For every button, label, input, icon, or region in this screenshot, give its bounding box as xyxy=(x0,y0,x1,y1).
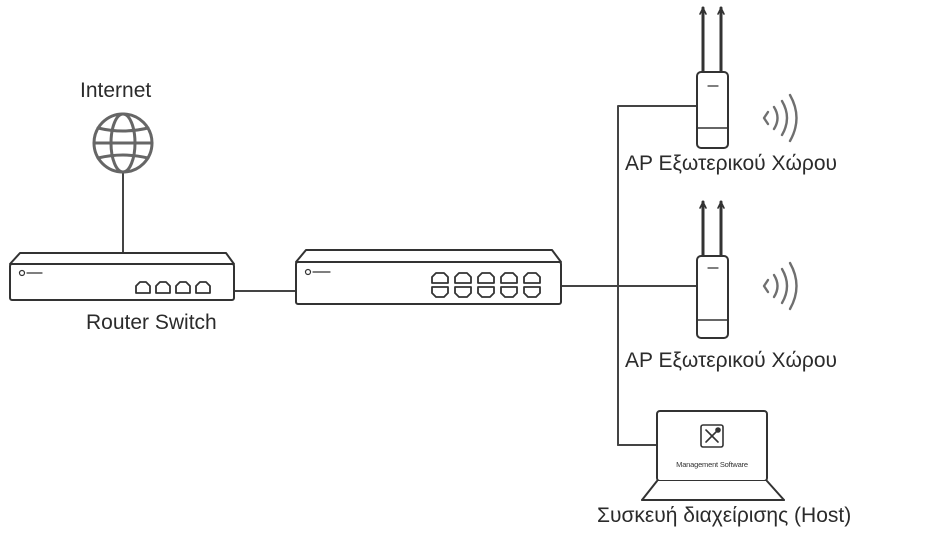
management-software-label: Management Software xyxy=(676,460,748,469)
switch-device xyxy=(295,249,562,305)
outdoor-ap-1-label: AP Εξωτερικού Χώρου xyxy=(625,152,837,175)
switch-logo xyxy=(304,268,331,276)
connection-lines xyxy=(122,105,698,446)
router-switch-device xyxy=(9,252,235,301)
router-ports xyxy=(135,281,211,294)
switch-ports-top xyxy=(431,272,541,284)
outdoor-ap-1 xyxy=(696,6,729,149)
router-logo xyxy=(18,269,43,277)
internet-label: Internet xyxy=(80,79,152,102)
ap2-antennas xyxy=(701,200,723,258)
switch-ports-bottom xyxy=(431,286,541,298)
outdoor-ap-2-label: AP Εξωτερικού Χώρου xyxy=(625,349,837,372)
link-bus-ap1 xyxy=(617,105,698,446)
wifi-signal-icon xyxy=(762,93,798,143)
outdoor-ap-2 xyxy=(696,200,729,339)
management-host-laptop xyxy=(641,410,785,501)
ap1-antennas xyxy=(701,6,723,74)
router-switch-label: Router Switch xyxy=(86,311,217,334)
wifi-signal-icon xyxy=(762,261,798,311)
globe-icon xyxy=(92,112,154,174)
tools-icon xyxy=(700,424,724,448)
management-host-label: Συσκευή διαχείρισης (Host) xyxy=(597,504,852,527)
